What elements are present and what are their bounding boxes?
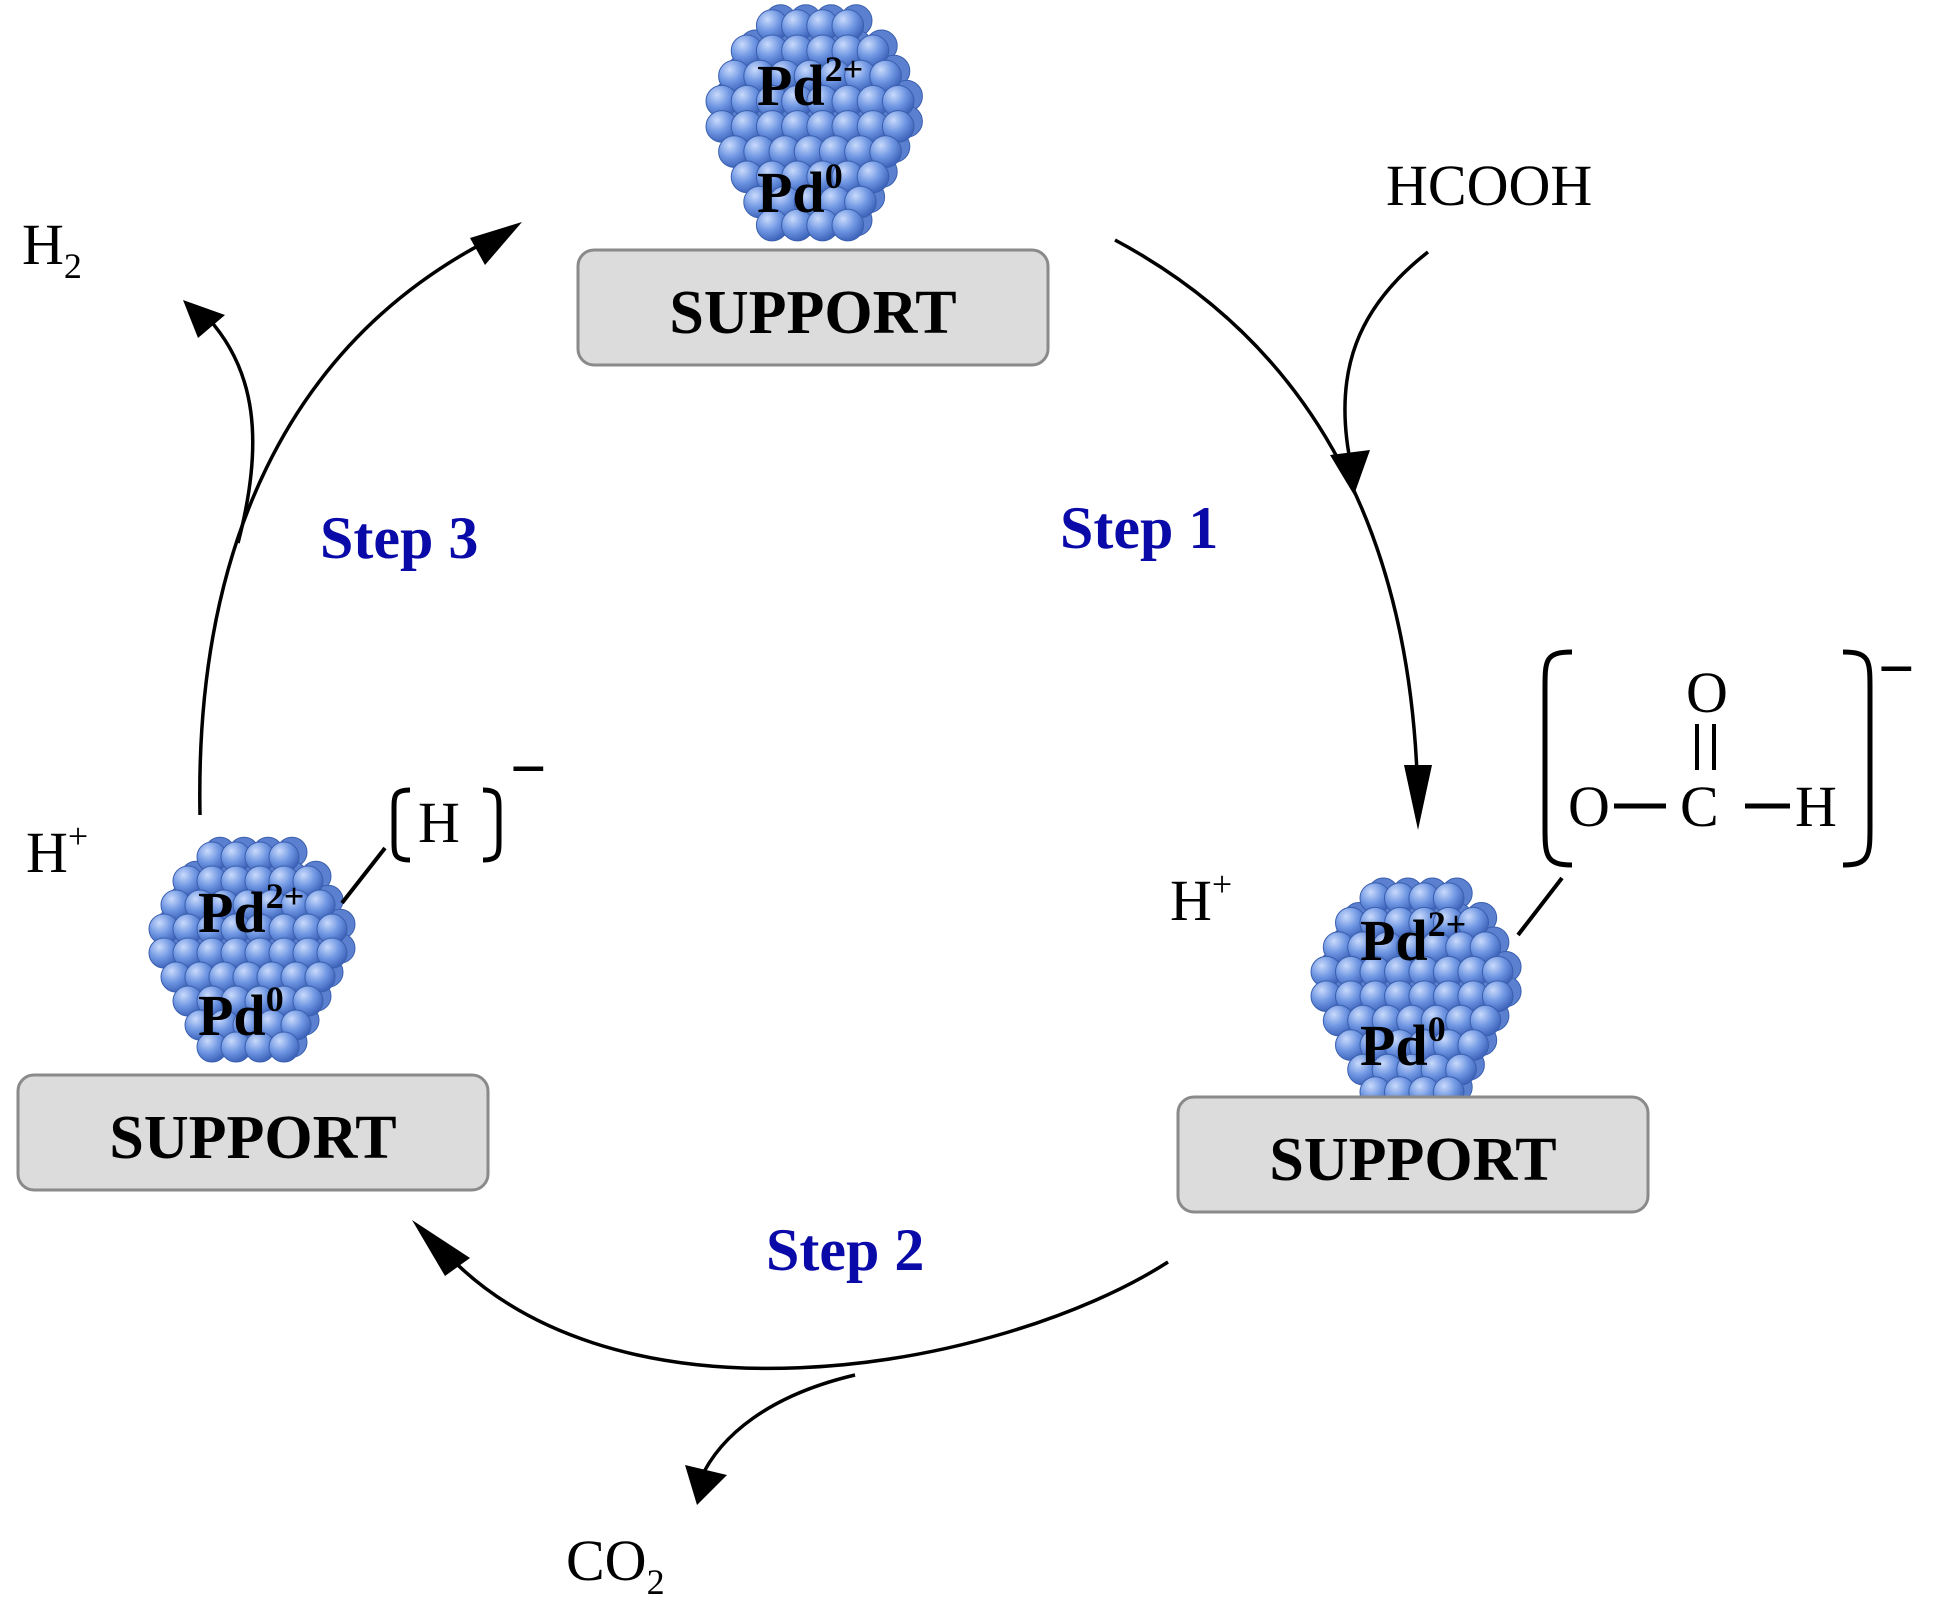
h2-outlet-arrow [206,316,255,544]
pd-formate-bond [1516,876,1564,937]
pd-top-label-left: Pd2+ [198,876,304,945]
support-label-right: SUPPORT [1269,1126,1556,1194]
co2-outlet-arrow [698,1373,856,1481]
formate-charge: − [1878,633,1914,704]
catalyst-top: SUPPORT Pd2+ Pd0 [576,4,1050,367]
formate-carbon: C [1680,774,1719,839]
pd-top-label-right: Pd2+ [1360,904,1466,973]
formate-left-bracket [1542,649,1573,868]
step1-arrowhead [1404,765,1432,830]
pd-nanoparticle-right [1310,877,1522,1108]
formate-oxygen-left: O [1568,774,1610,839]
pd-bottom-label-top: Pd0 [757,156,843,225]
catalyst-right: SUPPORT Pd2+ Pd0 [1176,876,1650,1214]
hydride-charge: − [510,733,546,804]
pd-nanoparticle-left [148,836,356,1063]
hcooh-inlet-arrowhead [1330,450,1370,495]
step3-label: Step 3 [320,505,478,571]
pd-bottom-label-right: Pd0 [1360,1009,1446,1078]
co2-outlet-arrowhead [685,1465,727,1505]
pd-atom [268,1031,300,1063]
hydride-right-bracket [482,787,502,863]
pd-bottom-label-left: Pd0 [198,979,284,1048]
formate-oxygen-top: O [1686,660,1728,725]
catalyst-left: SUPPORT Pd2+ Pd0 [16,836,490,1192]
support-block-top [576,248,1050,367]
support-label-top: SUPPORT [669,279,956,347]
proton-label-left: H+ [26,816,88,885]
step3-arrowhead [470,222,522,265]
formate-right-bracket [1842,649,1873,868]
support-label-left: SUPPORT [109,1104,396,1172]
hydride-anion: H − [391,733,546,863]
step1-label: Step 1 [1060,495,1218,561]
hydride-hydrogen: H [418,790,460,855]
h2-label: H2 [22,212,82,286]
hcooh-inlet-arrow [1343,250,1430,471]
pd-atom [831,208,865,242]
pd-top-label-top: Pd2+ [757,49,863,118]
step2-arrowhead [412,1220,470,1276]
support-block-left [16,1073,490,1192]
support-block-right [1176,1095,1650,1214]
hcooh-label: HCOOH [1386,153,1592,218]
formate-anion: O O C H − [1542,633,1914,868]
formate-hydrogen: H [1795,774,1837,839]
pd-hydride-bond [340,846,387,905]
step2-label: Step 2 [766,1217,924,1283]
pd-nanoparticle-top [705,4,923,242]
step2-arrow [428,1233,1169,1371]
proton-label-right: H+ [1170,864,1232,933]
hydride-left-bracket [391,787,411,863]
co2-label: CO2 [566,1528,665,1602]
h2-outlet-arrowhead [183,300,225,338]
step3-arrow [198,230,506,816]
